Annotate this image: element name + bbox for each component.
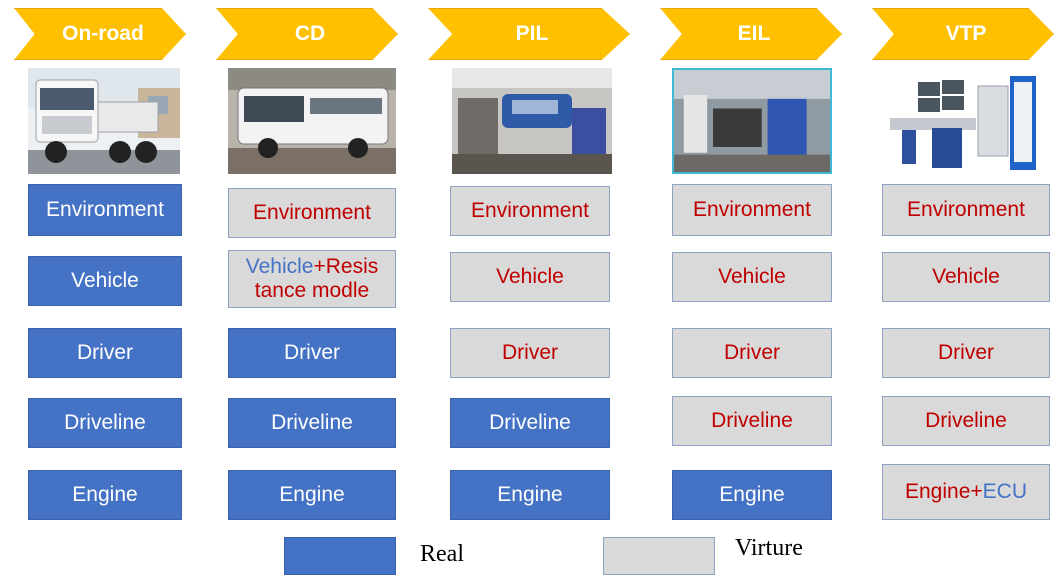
engine-label: Engine [497, 483, 563, 506]
stage-title: CD [294, 22, 326, 45]
engine-test-cell-photo [672, 68, 832, 174]
stage-chevron-on-road: On-road [14, 8, 186, 60]
driver-label: Driver [938, 341, 994, 364]
environment-box: Environment [672, 184, 832, 236]
environment-label: Environment [693, 198, 811, 221]
driveline-box: Driveline [672, 396, 832, 446]
driver-box: Driver [882, 328, 1050, 378]
vehicle-label: Vehicle [932, 265, 1000, 288]
engine-box: Engine [672, 470, 832, 520]
stage-title: On-road [62, 22, 144, 45]
driveline-label: Driveline [489, 411, 571, 434]
driveline-label: Driveline [925, 409, 1007, 432]
driver-label: Driver [77, 341, 133, 364]
column-cd: CD Environment Vehicle+Resis tance modle… [212, 0, 412, 585]
legend-real-label: Real [420, 541, 464, 567]
engine-label: Engine [72, 483, 138, 506]
column-eil: EIL Environment Vehicle Driver Driveline… [656, 0, 856, 585]
stage-chevron-vtp: VTP [872, 8, 1054, 60]
driveline-box: Driveline [228, 398, 396, 448]
environment-label: Environment [907, 198, 1025, 221]
driver-label: Driver [284, 341, 340, 364]
stage-title: EIL [737, 22, 771, 45]
vehicle-box: Vehicle [450, 252, 610, 302]
column-on-road: On-road Environment Vehicle Driver Drive… [0, 0, 200, 585]
column-vtp: VTP Environment Vehicle Driver Driveline… [866, 0, 1062, 585]
driver-box: Driver [672, 328, 832, 378]
legend-virtual-label: Virture [735, 535, 803, 561]
environment-box: Environment [882, 184, 1050, 236]
driveline-label: Driveline [271, 411, 353, 434]
resistance-part-1: Resis [325, 255, 379, 278]
legend-virtual-swatch [603, 537, 715, 575]
vehicle-part: Vehicle [245, 255, 314, 278]
engine-label: Engine [279, 483, 345, 506]
ecu-part: ECU [982, 480, 1027, 503]
stage-chevron-cd: CD [216, 8, 398, 60]
engine-box: Engine [28, 470, 182, 520]
environment-label: Environment [46, 198, 164, 221]
plus-sign: + [313, 255, 326, 278]
vehicle-label: Vehicle [718, 265, 786, 288]
engine-part: Engine [905, 480, 971, 503]
vehicle-label: Vehicle [496, 265, 564, 288]
powertrain-lab-photo [452, 68, 612, 174]
bus-on-dyno-photo [228, 68, 396, 174]
engine-box: Engine [450, 470, 610, 520]
vehicle-resistance-box: Vehicle+Resis tance modle [228, 250, 396, 308]
vehicle-resistance-label: Vehicle+Resis tance modle [246, 255, 379, 303]
stage-chevron-eil: EIL [660, 8, 842, 60]
plus-sign: + [970, 480, 983, 503]
vehicle-label: Vehicle [71, 269, 139, 292]
environment-label: Environment [471, 199, 589, 222]
driver-box: Driver [228, 328, 396, 378]
driveline-box: Driveline [28, 398, 182, 448]
column-pil: PIL Environment Vehicle Driver Driveline… [424, 0, 630, 585]
truck-photo [28, 68, 180, 174]
engine-ecu-box: Engine+ECU [882, 464, 1050, 520]
vehicle-box: Vehicle [28, 256, 182, 306]
vehicle-box: Vehicle [672, 252, 832, 302]
driveline-box: Driveline [882, 396, 1050, 446]
driver-box: Driver [450, 328, 610, 378]
driver-box: Driver [28, 328, 182, 378]
vehicle-box: Vehicle [882, 252, 1050, 302]
legend-real-swatch [284, 537, 396, 575]
engine-label: Engine [719, 483, 785, 506]
driver-label: Driver [502, 341, 558, 364]
stage-title: VTP [945, 22, 987, 45]
environment-box: Environment [450, 186, 610, 236]
environment-box: Environment [228, 188, 396, 238]
engine-box: Engine [228, 470, 396, 520]
driveline-label: Driveline [64, 411, 146, 434]
environment-label: Environment [253, 201, 371, 224]
simulation-workstation-photo [882, 68, 1040, 174]
stage-chevron-pil: PIL [428, 8, 630, 60]
environment-box: Environment [28, 184, 182, 236]
engine-ecu-label: Engine+ECU [905, 480, 1027, 504]
resistance-part-2: tance modle [254, 279, 370, 302]
driver-label: Driver [724, 341, 780, 364]
driveline-label: Driveline [711, 409, 793, 432]
stage-title: PIL [515, 22, 549, 45]
driveline-box: Driveline [450, 398, 610, 448]
